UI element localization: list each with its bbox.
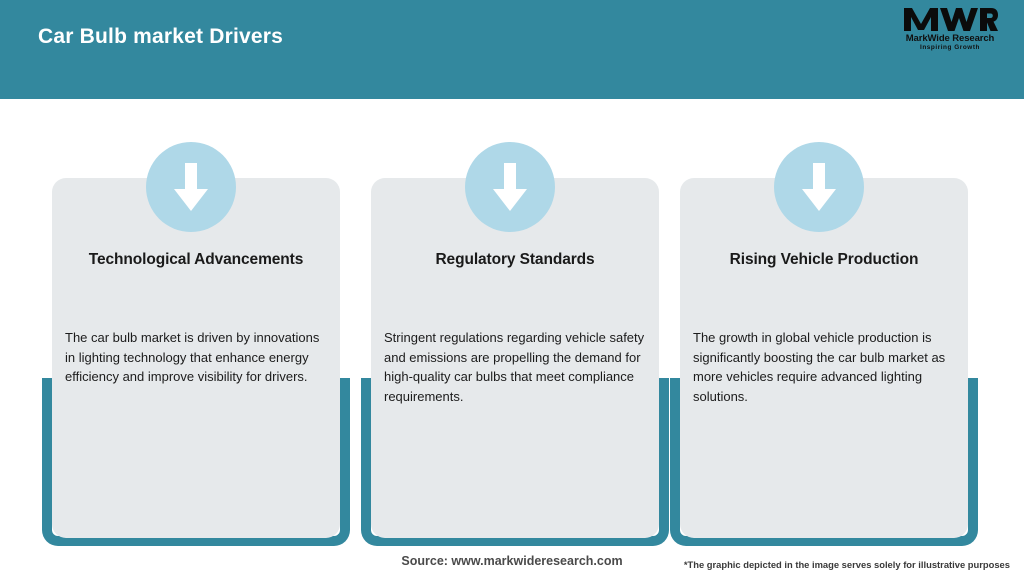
card-panel [680, 178, 968, 538]
card-title: Technological Advancements [88, 251, 304, 268]
card-panel [371, 178, 659, 538]
card-body-text: Stringent regulations regarding vehicle … [384, 330, 645, 404]
mwr-monogram-icon [904, 8, 998, 31]
page-header: Car Bulb market Drivers MarkWide Researc… [0, 0, 1024, 99]
card-body-text: The car bulb market is driven by innovat… [65, 330, 320, 385]
source-label: Source: www.markwideresearch.com [401, 554, 623, 568]
driver-card-1: Technological Advancements The car bulb … [26, 0, 350, 576]
card-panel [52, 178, 340, 538]
brand-logo: MarkWide Research Inspiring Growth [894, 6, 1006, 58]
driver-card-2: Regulatory Standards Stringent regulatio… [345, 0, 669, 576]
logo-company-name: MarkWide Research [905, 33, 995, 44]
arrow-down-icon [465, 142, 555, 232]
card-title: Rising Vehicle Production [729, 251, 919, 268]
disclaimer-label: *The graphic depicted in the image serve… [683, 559, 1010, 570]
card-title: Regulatory Standards [435, 251, 595, 268]
arrow-down-glyph [493, 163, 527, 211]
arrow-down-icon [146, 142, 236, 232]
driver-card-3: Rising Vehicle Production The growth in … [654, 0, 978, 576]
card-accent-frame [42, 378, 350, 546]
card-body-text: The growth in global vehicle production … [693, 330, 946, 404]
arrow-down-glyph [802, 163, 836, 211]
arrow-down-icon [774, 142, 864, 232]
page-title: Car Bulb market Drivers [38, 25, 284, 48]
arrow-down-glyph [174, 163, 208, 211]
logo-tagline: Inspiring Growth [920, 44, 980, 51]
card-accent-frame [361, 378, 669, 546]
card-accent-frame [670, 378, 978, 546]
